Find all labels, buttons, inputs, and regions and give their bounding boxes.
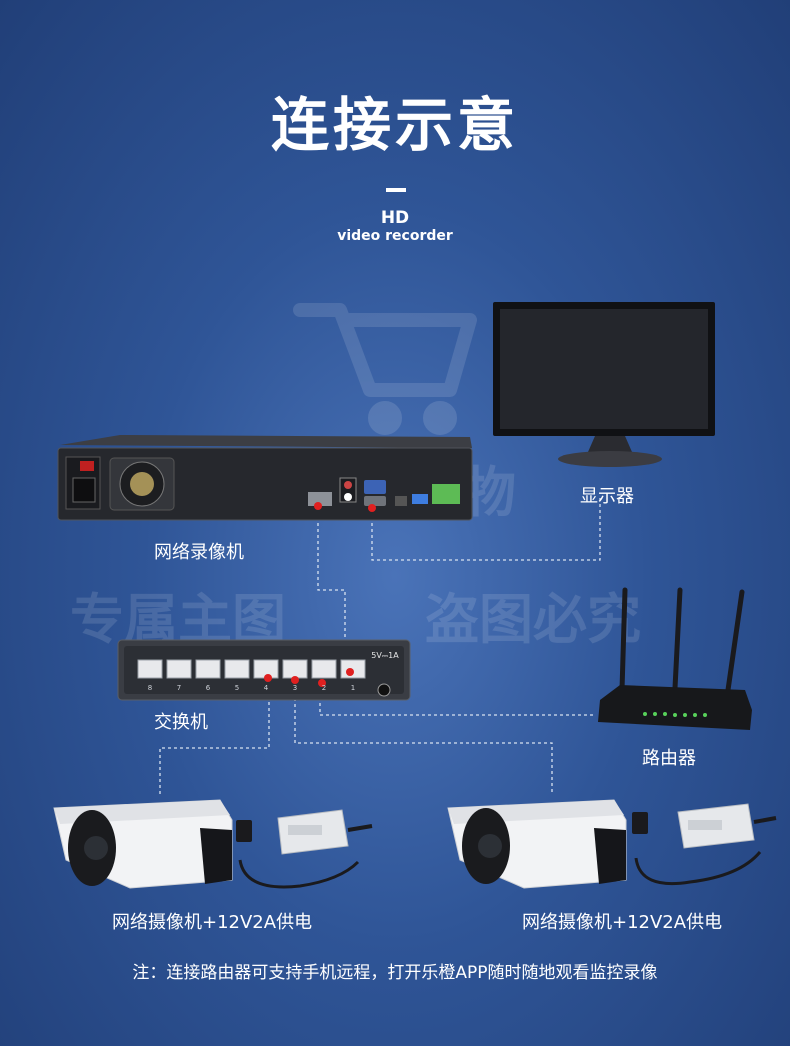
hd-label: HD	[380, 208, 410, 228]
switch-power-label: 5V⎓1A	[371, 651, 399, 660]
switch-device-icon: 8 7 6 5 4 3 2 1 5V⎓1A	[117, 639, 411, 701]
router-label: 路由器	[642, 748, 696, 769]
nvr-device-icon	[57, 435, 473, 521]
nvr-label: 网络录像机	[154, 542, 244, 563]
switch-port-number: 8	[148, 684, 152, 692]
switch-port-number: 3	[293, 684, 297, 692]
watermark-right: 盗图必究	[425, 588, 641, 651]
subtitle: video recorder	[337, 228, 453, 244]
monitor-device-icon	[493, 302, 715, 467]
footer-note: 注：连接路由器可支持手机远程，打开乐橙APP随时随地观看监控录像	[132, 963, 658, 983]
switch-port-number: 2	[322, 684, 326, 692]
cart-watermark-icon	[293, 303, 477, 435]
switch-port-number: 4	[264, 684, 269, 692]
page-title: 连接示意	[270, 91, 519, 159]
switch-port-number: 7	[177, 684, 181, 692]
right-camera-label: 网络摄像机+12V2A供电	[522, 912, 723, 933]
monitor-label: 显示器	[580, 486, 634, 507]
router-device-icon	[598, 587, 752, 730]
switch-port-number: 6	[206, 684, 211, 692]
right-camera-icon	[447, 799, 777, 889]
left-camera-label: 网络摄像机+12V2A供电	[112, 912, 313, 933]
left-camera-icon	[53, 799, 373, 889]
connection-lines	[159, 495, 601, 795]
switch-port-number: 5	[235, 684, 239, 692]
title-divider	[386, 188, 406, 192]
switch-port-number: 1	[351, 684, 355, 692]
switch-label: 交换机	[154, 712, 208, 733]
